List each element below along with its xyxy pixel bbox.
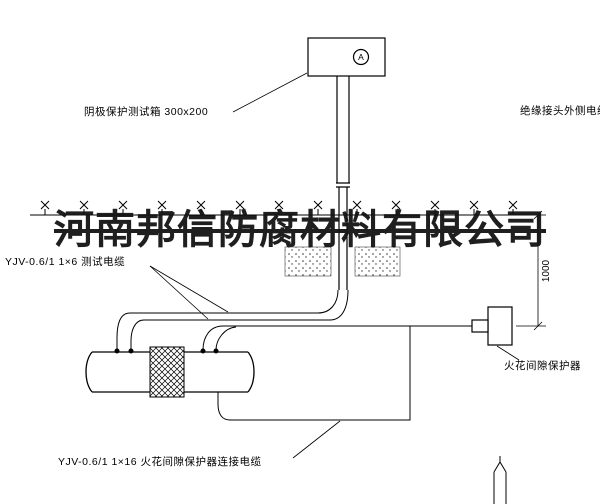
protector-label: 火花间隙保护器 [504, 360, 581, 372]
insulating-joint [149, 346, 185, 398]
ground-line [30, 200, 532, 216]
cables [116, 289, 472, 421]
meter-circle [352, 48, 370, 66]
leader-protector [496, 345, 520, 361]
protector-cable-2 [217, 326, 411, 421]
spark-gap-protector [471, 306, 513, 346]
protector-cable-1 [202, 325, 472, 351]
protector-cable-stub [215, 326, 237, 351]
leader-lines [149, 72, 520, 459]
test-cable-1 [116, 289, 339, 350]
protector-cable-label: YJV-0.6/1 1×16 火花间隙保护器连接电缆 [58, 456, 262, 468]
test-cable-label: YJV-0.6/1 1×6 测试电缆 [5, 256, 126, 268]
leader-test-cable-1 [149, 265, 229, 313]
pipe-end-right [247, 351, 255, 393]
concrete-foundations [284, 246, 401, 277]
meter-letter: A [358, 52, 364, 62]
leader-test-cable-2 [149, 265, 209, 320]
dimension-1000 [516, 210, 546, 331]
leader-test-box [232, 72, 308, 113]
test-cable-2 [130, 289, 349, 350]
pipe-cut-symbol [493, 456, 507, 504]
leader-protector-cable [292, 420, 341, 459]
conduit [336, 76, 350, 290]
protector-terminal [471, 319, 489, 333]
pipe-end-left [85, 351, 93, 393]
test-box [307, 37, 386, 77]
outer-cable-label: 绝缘接头外侧电缆 [520, 105, 600, 117]
cable-connection-dots [114, 348, 219, 354]
test-box-label: 阴极保护测试箱 300x200 [84, 106, 209, 118]
dimension-text: 1000 [541, 259, 552, 282]
